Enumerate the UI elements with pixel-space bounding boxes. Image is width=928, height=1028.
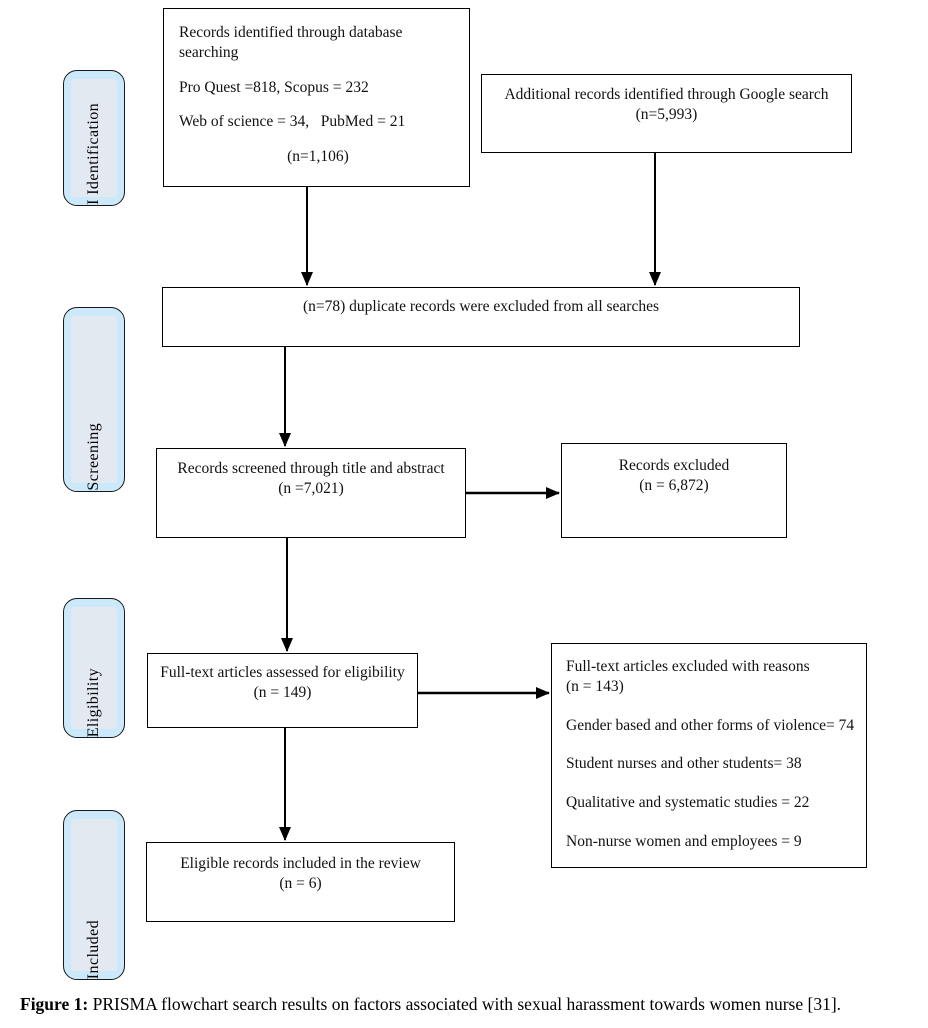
stage-screening-panel (71, 316, 117, 483)
reason-item: Qualitative and systematic studies = 22 (566, 794, 810, 812)
reason-item: Student nurses and other students= 38 (566, 755, 802, 773)
box-additional-records: Additional records identified through Go… (481, 74, 852, 153)
stage-eligibility: Eligibility (63, 598, 125, 738)
fulltext-assessed-text: Full-text articles assessed for eligibil… (160, 664, 405, 681)
stage-included-label: Included (85, 919, 102, 979)
records-excluded-count: (n = 6,872) (639, 476, 709, 494)
figure-caption: Figure 1: PRISMA flowchart search result… (20, 994, 912, 1015)
stage-included: Included (63, 810, 125, 980)
records-screened-text: Records screened through title and abstr… (177, 460, 445, 477)
figure-caption-label: Figure 1: (20, 994, 89, 1014)
eligible-included-text: Eligible records included in the review (180, 855, 421, 872)
records-identified-count: (n=1,106) (287, 148, 349, 166)
figure-caption-text: PRISMA flowchart search results on facto… (88, 994, 842, 1014)
box-fulltext-assessed: Full-text articles assessed for eligibil… (147, 653, 418, 728)
box-records-screened: Records screened through title and abstr… (156, 448, 466, 538)
box-records-identified: Records identified through database sear… (163, 8, 470, 187)
records-screened-count: (n =7,021) (278, 479, 344, 497)
stage-eligibility-label: Eligibility (85, 667, 102, 737)
reasons-count: (n = 143) (566, 677, 624, 695)
additional-records-text: Additional records identified through Go… (504, 86, 829, 103)
reasons-title: Full-text articles excluded with reasons (566, 658, 810, 675)
reason-item: Non-nurse women and employees = 9 (566, 833, 802, 851)
stage-screening: Screening (63, 307, 125, 492)
stage-included-panel (71, 819, 117, 971)
stage-eligibility-panel (71, 607, 117, 729)
box-records-excluded: Records excluded (n = 6,872) (561, 443, 787, 538)
stage-identification: I Identification (63, 70, 125, 206)
box-duplicates-excluded: (n=78) duplicate records were excluded f… (162, 287, 800, 347)
records-identified-sources-1: Pro Quest =818, Scopus = 232 (179, 78, 369, 96)
records-identified-text: Records identified through database sear… (179, 24, 407, 61)
stage-identification-panel (71, 79, 117, 197)
stage-screening-label: Screening (85, 423, 102, 491)
stage-identification-label: I Identification (85, 103, 102, 205)
eligible-included-count: (n = 6) (279, 874, 322, 892)
fulltext-assessed-count: (n = 149) (253, 683, 312, 701)
box-eligible-included: Eligible records included in the review … (146, 842, 455, 922)
box-fulltext-excluded-reasons: Full-text articles excluded with reasons… (551, 643, 867, 868)
additional-records-count: (n=5,993) (635, 105, 698, 123)
reason-item: Gender based and other forms of violence… (566, 716, 855, 734)
records-excluded-text: Records excluded (618, 457, 730, 474)
duplicates-excluded-text: (n=78) duplicate records were excluded f… (302, 298, 660, 315)
records-identified-sources-2: Web of science = 34, PubMed = 21 (179, 113, 406, 131)
